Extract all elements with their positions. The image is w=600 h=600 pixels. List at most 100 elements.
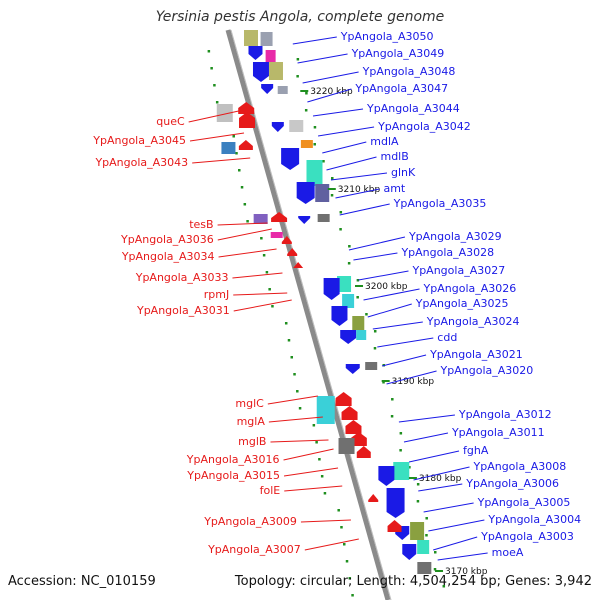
reverse-label-leader [232, 272, 283, 279]
reverse-gene [216, 104, 233, 122]
reverse-gene-label: YpAngola_A3015 [186, 469, 280, 482]
forward-label-leader [363, 288, 420, 301]
kbp-tick-label: 3180 kbp [419, 474, 462, 484]
forward-gene-label: amt [383, 182, 405, 195]
forward-gene-label: YpAngola_A3020 [440, 364, 534, 377]
reverse-label-leader [217, 222, 268, 226]
reverse-gene [316, 396, 335, 424]
reverse-gene-label: YpAngola_A3031 [136, 304, 230, 317]
forward-gene [248, 46, 263, 60]
gc-dot [296, 390, 299, 393]
forward-label-leader [297, 53, 348, 64]
forward-label-leader [326, 156, 377, 171]
gc-dot [246, 220, 249, 223]
gc-dot [265, 271, 269, 274]
reverse-label-leader [283, 467, 339, 477]
gc-dot [408, 466, 411, 469]
reverse-gene [271, 212, 288, 222]
forward-gene-label: YpAngola_A3008 [473, 460, 567, 473]
reverse-gene-label: YpAngola_A3009 [203, 515, 297, 528]
gc-dot [268, 288, 271, 291]
gc-dot [207, 50, 211, 53]
gc-dot [213, 84, 216, 87]
gc-dot [235, 152, 238, 155]
reverse-gene [350, 432, 367, 446]
forward-label-leader [381, 354, 427, 367]
gc-dot [293, 373, 296, 376]
forward-gene-label: YpAngola_A3035 [393, 197, 487, 210]
forward-gene [260, 32, 273, 46]
gc-dot [442, 585, 446, 588]
forward-label-leader [398, 414, 455, 423]
gc-dot [399, 449, 402, 452]
forward-gene-label: YpAngola_A3003 [480, 530, 574, 543]
gc-dot [337, 509, 340, 512]
forward-gene [323, 278, 340, 300]
gc-dot [304, 109, 308, 112]
forward-gene [352, 316, 365, 330]
gc-dot [243, 203, 247, 206]
forward-gene [271, 122, 284, 132]
forward-label-leader [302, 71, 359, 84]
gc-dot [260, 237, 263, 240]
forward-label-leader [428, 519, 485, 532]
forward-gene-label: YpAngola_A3027 [411, 264, 505, 277]
forward-gene [393, 462, 410, 480]
reverse-gene-label: YpAngola_A3045 [92, 134, 186, 147]
reverse-gene [345, 420, 362, 434]
gc-dot [315, 441, 318, 444]
reverse-gene [238, 140, 253, 150]
accession-text: Accession: NC_010159 [8, 574, 156, 589]
forward-label-leader [353, 252, 398, 261]
reverse-label-leader [188, 110, 239, 123]
gc-dot [262, 254, 266, 257]
forward-gene-label: YpAngola_A3026 [423, 282, 517, 295]
forward-gene [281, 148, 300, 170]
forward-label-leader [423, 502, 474, 513]
forward-gene [289, 120, 304, 132]
forward-gene-label: YpAngola_A3047 [354, 82, 448, 95]
forward-gene-label: YpAngola_A3029 [408, 230, 502, 243]
reverse-label-leader [284, 485, 343, 492]
reverse-gene [287, 248, 298, 256]
reverse-gene [356, 446, 371, 458]
reverse-gene-label: rpmJ [204, 288, 229, 301]
gc-dot [320, 475, 324, 478]
reverse-gene [239, 112, 256, 128]
forward-gene [342, 294, 355, 308]
gc-dot [284, 322, 288, 325]
reverse-gene-label: mglC [235, 397, 264, 410]
map-title: Yersinia pestis Angola, complete genome [155, 9, 445, 25]
gc-dot [416, 500, 420, 503]
forward-gene-label: YpAngola_A3006 [465, 477, 559, 490]
reverse-gene [338, 438, 355, 454]
gc-dot [296, 58, 300, 61]
forward-gene [277, 86, 288, 94]
reverse-gene [270, 232, 283, 238]
forward-label-leader [348, 236, 406, 251]
reverse-gene [335, 392, 352, 406]
reverse-gene-label: YpAngola_A3033 [135, 271, 229, 284]
forward-gene [402, 544, 417, 560]
gc-dot [330, 194, 334, 197]
gene-features [216, 30, 432, 574]
gc-dot [313, 143, 316, 146]
reverse-gene [221, 142, 236, 154]
gc-dot [434, 551, 437, 554]
forward-gene [252, 62, 269, 82]
gc-dot [356, 279, 360, 282]
forward-gene [417, 540, 430, 554]
reverse-label-leader [233, 299, 292, 312]
forward-label-leader [358, 270, 409, 281]
forward-gene [378, 466, 395, 486]
forward-gene-label: glnK [391, 166, 416, 179]
reverse-gene-label: YpAngola_A3016 [186, 453, 280, 466]
reverse-gene [387, 520, 402, 532]
reverse-label-leader [300, 519, 351, 523]
gc-dot [416, 483, 420, 486]
kbp-tick-label: 3190 kbp [392, 377, 435, 387]
forward-label-leader [330, 172, 388, 181]
gc-dot [347, 262, 351, 265]
forward-gene-label: moeA [492, 546, 524, 559]
reverse-label-leader [270, 439, 329, 443]
